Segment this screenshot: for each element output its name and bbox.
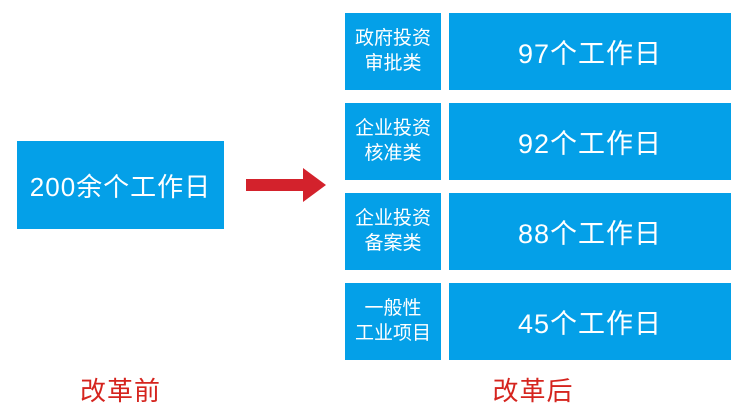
- before-total-label: 200余个工作日: [29, 171, 212, 202]
- before-total-box: 200余个工作日: [17, 141, 224, 229]
- value-label: 88个工作日: [517, 219, 663, 249]
- caption-after-reform: 改革后: [492, 376, 574, 406]
- after-rows: 政府投资 审批类 97个工作日 企业投资 核准类 92个工作日 企业投资 备案类…: [345, 13, 731, 360]
- value-box: 88个工作日: [449, 193, 731, 270]
- category-box: 企业投资 核准类: [345, 103, 441, 180]
- caption-before-reform: 改革前: [79, 376, 161, 406]
- value-label: 97个工作日: [517, 39, 663, 69]
- value-box: 92个工作日: [449, 103, 731, 180]
- after-row-enterprise-filing: 企业投资 备案类 88个工作日: [345, 193, 731, 270]
- category-box: 一般性 工业项目: [345, 283, 441, 360]
- category-box: 企业投资 备案类: [345, 193, 441, 270]
- right-arrow-icon: [246, 168, 326, 202]
- category-box: 政府投资 审批类: [345, 13, 441, 90]
- after-row-government-approval: 政府投资 审批类 97个工作日: [345, 13, 731, 90]
- value-box: 97个工作日: [449, 13, 731, 90]
- category-label: 企业投资 备案类: [354, 207, 431, 254]
- value-label: 45个工作日: [517, 309, 663, 339]
- value-label: 92个工作日: [517, 129, 663, 159]
- category-label: 一般性 工业项目: [354, 297, 431, 344]
- category-label: 政府投资 审批类: [354, 27, 431, 74]
- value-box: 45个工作日: [449, 283, 731, 360]
- after-row-enterprise-verification: 企业投资 核准类 92个工作日: [345, 103, 731, 180]
- after-row-general-industrial: 一般性 工业项目 45个工作日: [345, 283, 731, 360]
- category-label: 企业投资 核准类: [354, 117, 431, 164]
